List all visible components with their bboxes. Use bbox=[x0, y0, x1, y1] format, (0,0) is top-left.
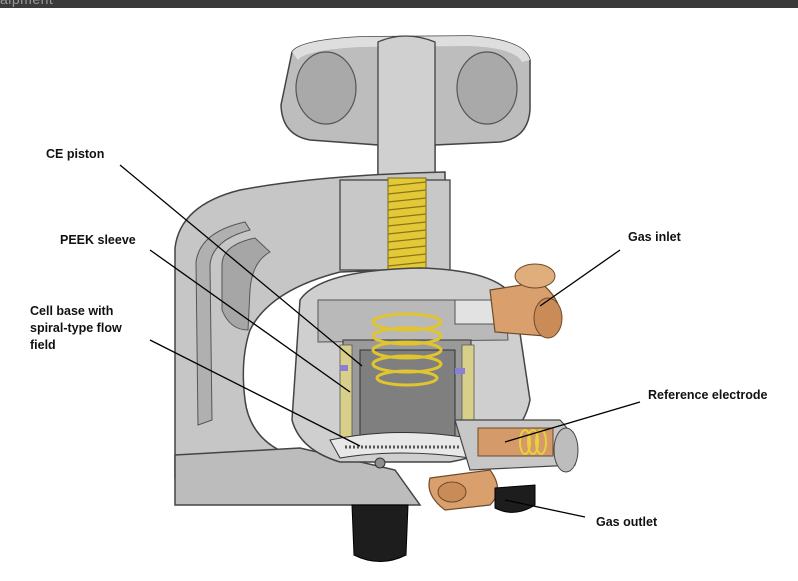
label-cell-base-line2: spiral-type flow bbox=[30, 321, 122, 335]
leader-ce-piston bbox=[119, 164, 363, 367]
leader-reference-electrode bbox=[504, 401, 641, 443]
t-handle bbox=[280, 35, 531, 179]
leader-lines bbox=[119, 164, 641, 518]
window-title-bar: aipment bbox=[0, 0, 798, 8]
gas-inlet-fitting bbox=[454, 263, 563, 339]
label-reference-electrode: Reference electrode bbox=[648, 388, 768, 402]
label-gas-outlet: Gas outlet bbox=[596, 515, 658, 529]
label-cell-base-line1: Cell base with bbox=[30, 304, 114, 318]
screw-hole bbox=[374, 457, 386, 469]
piston-spring bbox=[371, 312, 443, 387]
label-peek-sleeve: PEEK sleeve bbox=[60, 233, 136, 247]
leader-cell-base bbox=[149, 339, 361, 447]
leader-gas-outlet bbox=[504, 499, 586, 518]
label-cell-base-line3: field bbox=[30, 338, 56, 352]
leader-peek-sleeve bbox=[149, 249, 351, 393]
label-ce-piston: CE piston bbox=[46, 147, 105, 161]
reference-electrode-assembly bbox=[454, 419, 579, 473]
threaded-rod bbox=[387, 177, 427, 277]
label-gas-inlet: Gas inlet bbox=[628, 230, 681, 244]
gas-outlet-fitting bbox=[428, 469, 499, 511]
label-cell-base: Cell base with spiral-type flow field bbox=[30, 303, 155, 354]
cropped-title-text: aipment bbox=[0, 0, 53, 7]
leader-gas-inlet bbox=[539, 249, 621, 307]
rubber-feet bbox=[351, 484, 536, 562]
